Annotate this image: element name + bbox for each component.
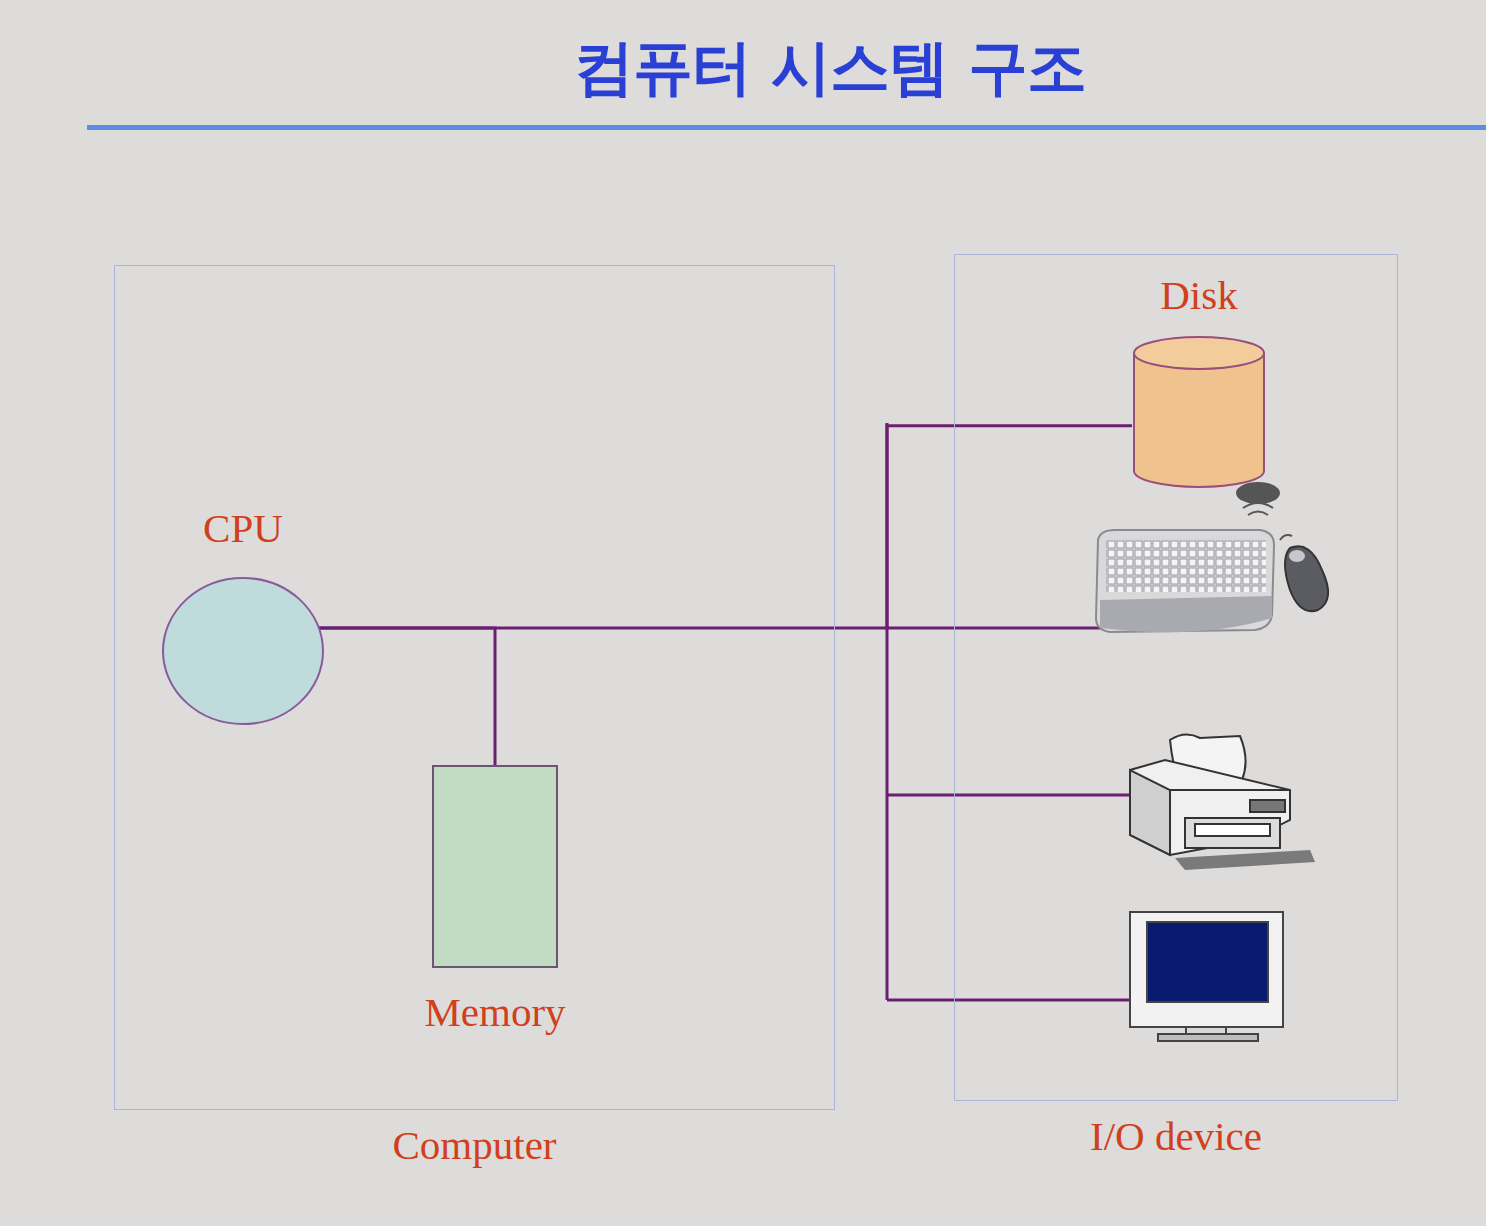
cpu-circle: CPU xyxy=(153,506,333,726)
keyboard-icon xyxy=(1096,482,1280,632)
slide-title: 컴퓨터 시스템 구조 xyxy=(330,28,1330,109)
computer-box: ComputerCPUMemory xyxy=(114,265,835,1110)
bus-wires xyxy=(887,423,1130,1000)
cpu-ellipse xyxy=(161,576,325,726)
title-rule xyxy=(87,125,1486,130)
printer-icon xyxy=(1130,734,1315,870)
node-label: Computer xyxy=(393,1123,557,1168)
node-label: Memory xyxy=(424,990,565,1035)
disk-shape xyxy=(1132,335,1266,489)
node-label: CPU xyxy=(203,506,283,551)
memory-box: Memory xyxy=(432,765,558,968)
monitor-icon xyxy=(1130,912,1283,1041)
mouse-icon xyxy=(1280,535,1328,611)
node-label: Disk xyxy=(1160,273,1237,318)
bus-line xyxy=(319,426,1132,628)
node-label: I/O device xyxy=(1090,1114,1262,1159)
io-device-box: I/O deviceDisk xyxy=(954,254,1398,1101)
bus-line xyxy=(319,628,495,765)
disk-cylinder: Disk xyxy=(1126,273,1272,489)
